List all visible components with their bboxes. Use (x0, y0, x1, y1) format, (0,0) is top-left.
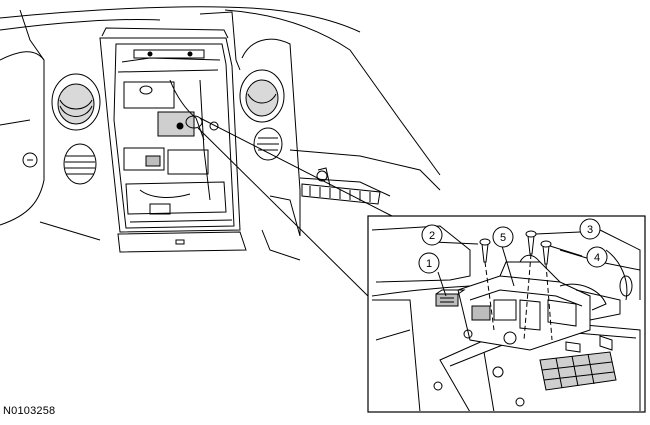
bolt-2 (479, 238, 491, 263)
center-stack-opening (99, 27, 241, 233)
callout-4: 4 (586, 246, 608, 268)
installation-dash-lines (484, 253, 553, 341)
figure-id-label: N0103258 (3, 405, 56, 417)
right-knob (253, 127, 283, 161)
svg-text:5: 5 (500, 232, 506, 244)
detail-inset: 1 2 3 4 5 (367, 215, 646, 413)
left-louver-vent (63, 143, 97, 185)
module-assembly (457, 254, 621, 351)
callout-1: 1 (418, 252, 440, 274)
lower-dash-vent-detail (301, 167, 381, 205)
connector-part (435, 289, 466, 307)
svg-text:1: 1 (426, 258, 432, 270)
callout-2: 2 (421, 224, 443, 246)
callouts (432, 231, 583, 297)
grille (539, 351, 617, 391)
svg-text:3: 3 (587, 224, 593, 236)
left-knob (22, 152, 38, 168)
dashboard-overview (0, 6, 441, 261)
svg-text:4: 4 (594, 252, 600, 264)
base-tray (433, 319, 641, 411)
left-round-vent (51, 73, 101, 131)
callout-5: 5 (492, 226, 514, 248)
callout-3: 3 (579, 218, 601, 240)
zoom-leader-lines (185, 115, 393, 301)
bolt-4 (540, 240, 552, 265)
svg-text:2: 2 (429, 230, 435, 242)
right-round-vent (239, 69, 285, 123)
